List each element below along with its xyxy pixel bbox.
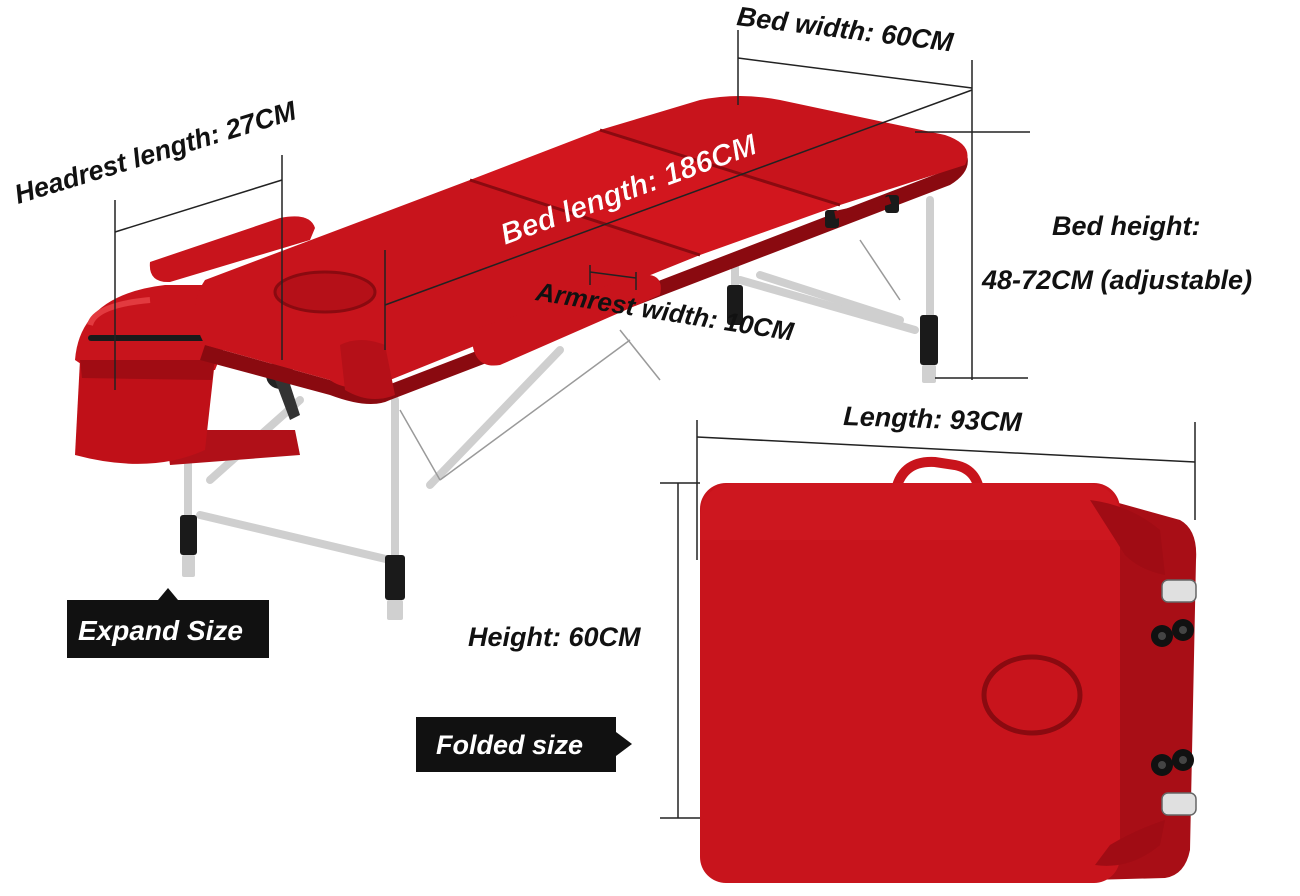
bed-width-label: Bed width: 60CM	[735, 1, 955, 57]
bed-height-value: 48-72CM (adjustable)	[981, 265, 1252, 295]
expanded-massage-table	[75, 96, 968, 620]
folded-length-label: Length: 93CM	[843, 401, 1023, 437]
case-latches	[1161, 579, 1197, 816]
face-cradle	[75, 285, 226, 464]
left-armrest	[149, 216, 315, 283]
expand-size-badge: Expand Size	[67, 588, 269, 658]
case-face-hole	[981, 654, 1083, 736]
bed-top	[195, 96, 968, 404]
folded-case	[700, 456, 1197, 883]
right-armrest	[471, 274, 661, 366]
folded-height-label: Height: 60CM	[468, 622, 641, 652]
folded-size-text: Folded size	[436, 730, 583, 760]
folded-size-badge: Folded size	[416, 717, 632, 772]
leg-grips	[180, 285, 938, 600]
leg-feet	[182, 365, 936, 620]
headrest-length-label: Headrest length: 27CM	[11, 95, 300, 209]
bed-height-title: Bed height:	[1052, 211, 1201, 241]
case-handle	[890, 456, 985, 501]
face-hole	[273, 270, 377, 314]
dimension-lines	[114, 30, 1196, 819]
side-handle	[825, 195, 899, 228]
tension-cables	[399, 239, 901, 481]
expand-size-text: Expand Size	[78, 615, 243, 646]
